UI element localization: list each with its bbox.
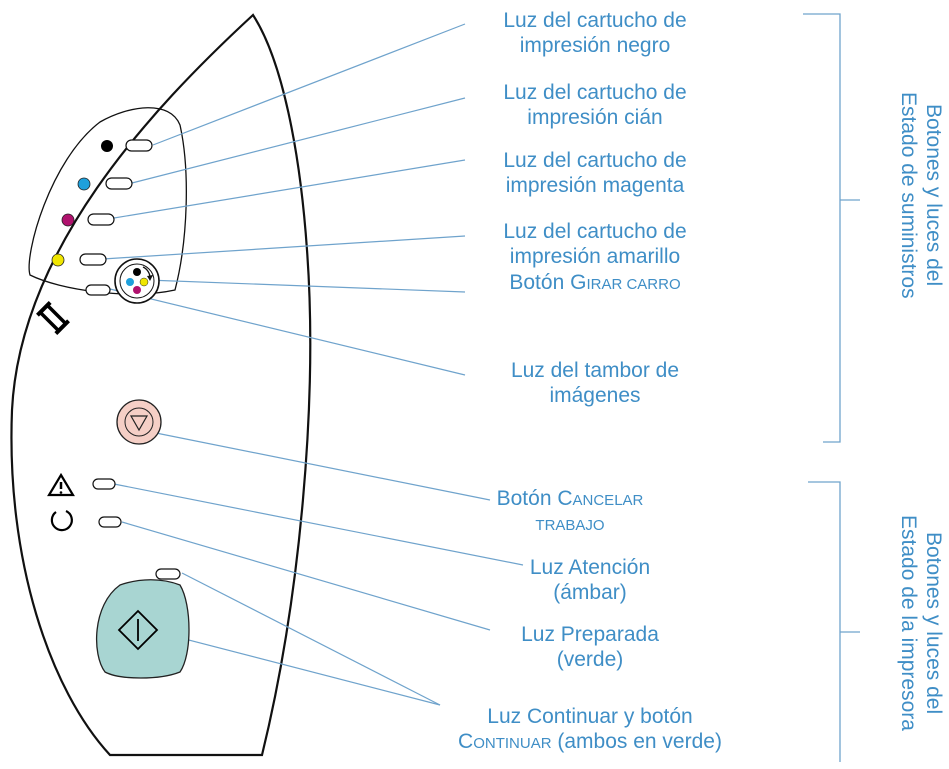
label-continue: Luz Continuar y botón CONTINUAR (ambos e… (458, 705, 722, 753)
label-ready: Luz Preparada(verde) (521, 623, 659, 671)
continue-button[interactable] (96, 579, 190, 679)
rotate-carousel-button[interactable] (114, 258, 160, 304)
label-cancel-job: Botón CANCELAR TRABAJO (496, 487, 644, 534)
magenta-light (87, 213, 115, 226)
attention-light (92, 478, 116, 490)
drum-light (85, 284, 111, 296)
yellow-light (79, 253, 107, 266)
attention-icon (47, 472, 75, 497)
magenta-dot (61, 213, 75, 227)
panel-outline (10, 13, 312, 757)
label-rotate-carousel: Botón GIRAR CARRO (509, 271, 681, 294)
ready-icon (50, 509, 73, 532)
yellow-dot (51, 253, 65, 267)
cyan-light (105, 177, 133, 190)
cancel-job-button[interactable] (116, 399, 162, 445)
label-attention: Luz Atención(ámbar) (529, 556, 651, 604)
ready-light (98, 516, 122, 528)
rotate-carousel-icon (126, 266, 153, 294)
cancel-arrow-icon (129, 415, 149, 432)
supplies-subpanel (28, 107, 187, 295)
continue-light (155, 568, 181, 580)
black-light (125, 139, 153, 152)
group-brackets (803, 13, 860, 762)
drum-icon (36, 301, 70, 335)
leader-lines (102, 23, 524, 706)
black-dot (101, 140, 113, 152)
cyan-dot (77, 177, 91, 191)
continue-diamond-icon (117, 609, 159, 651)
